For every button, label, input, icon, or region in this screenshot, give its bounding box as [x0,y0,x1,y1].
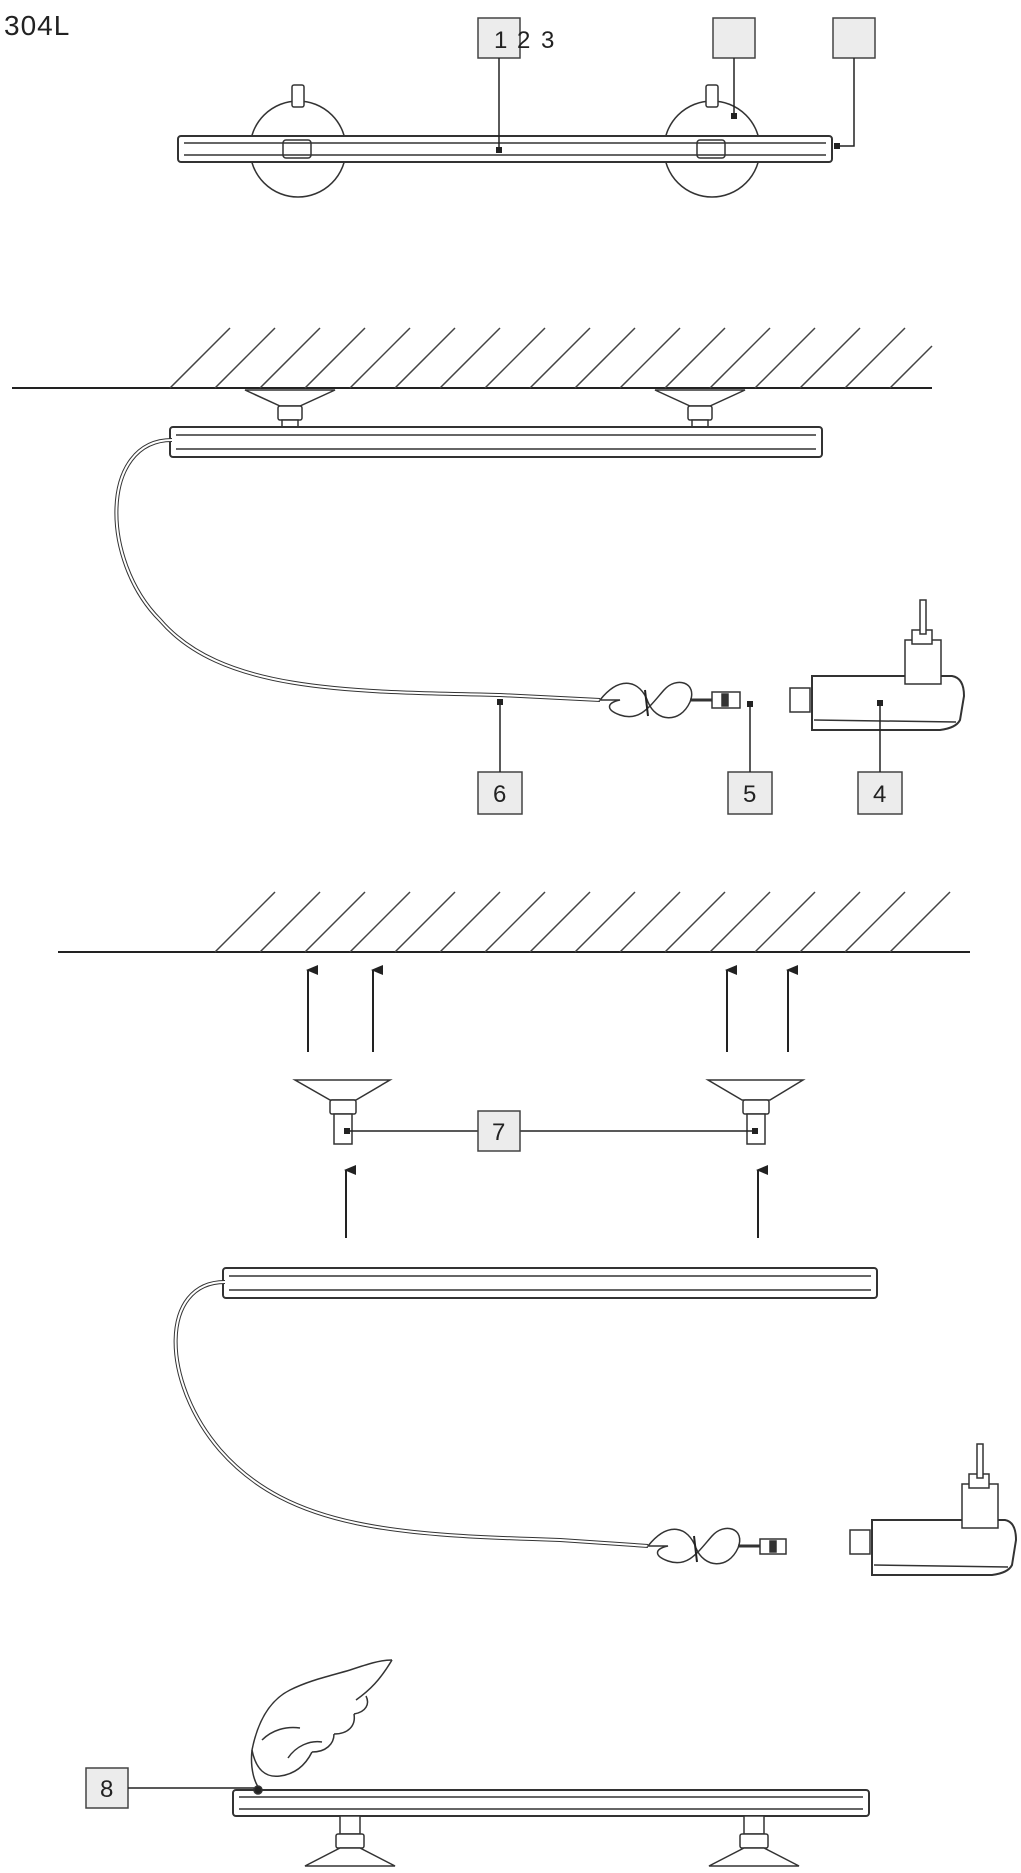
callout-4-label: 4 [873,781,886,808]
suction-cup-exploded-right [705,1079,806,1145]
light-bar-bottom [232,1789,870,1817]
callout-6-label: 6 [493,781,506,808]
callout-3-label: 3 [541,27,554,54]
callout-8-label: 8 [100,1776,113,1803]
power-adapter-1 [789,599,966,731]
callout-2-label: 2 [517,27,530,54]
cable-coil-1 [598,681,693,719]
arrows-to-cups [344,1165,768,1238]
arrows-to-ceiling [306,965,798,1052]
ceiling-hatching-1 [169,327,933,389]
callout-box-7 [477,1110,521,1152]
callout-7-label: 7 [492,1119,505,1146]
power-cable-2 [173,1280,649,1548]
power-cable-1 [114,438,601,702]
power-adapter-2 [849,1443,1018,1576]
figure-film-removal [85,1659,870,1867]
suction-cup-exploded-left [292,1079,393,1145]
light-bar-exploded [222,1267,878,1299]
callout-box-6 [477,771,523,815]
ceiling-hatching-2 [214,891,951,953]
callout-box-2 [712,17,756,59]
figure-top-view [177,17,876,198]
callout-box-1 [477,17,521,59]
light-bar-top [177,135,833,163]
callout-box-5 [727,771,773,815]
figure-exploded [58,891,1018,1576]
suction-cup-bottom-right [708,1815,800,1867]
figure-mounted [12,327,966,815]
suction-cup-bottom-left [304,1815,396,1867]
callout-5-label: 5 [743,781,756,808]
model-number: 304L [4,10,71,41]
callout-box-3 [832,17,876,59]
light-bar-mounted [169,426,823,458]
hand-peeling-film [250,1659,393,1793]
cable-coil-2 [646,1527,741,1565]
callout-1-label: 1 [494,27,507,54]
